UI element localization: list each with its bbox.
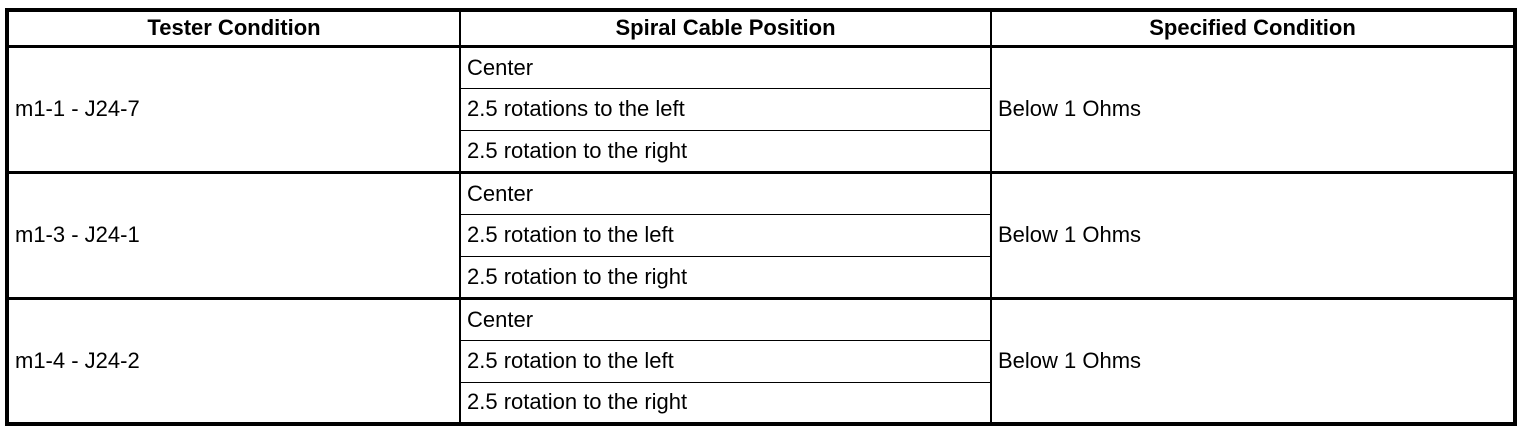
table-row: m1-1 - J24-7 Center Below 1 Ohms xyxy=(6,44,1516,172)
header-tester-condition: Tester Condition xyxy=(6,10,461,48)
header-row: Tester Condition Spiral Cable Position S… xyxy=(6,10,1516,48)
tester-condition-cell: m1-1 - J24-7 xyxy=(6,44,461,172)
table-row: 2.5 rotations to the left xyxy=(7,87,1515,130)
table-row: 2.5 rotation to the left xyxy=(7,213,1515,256)
position-cell: 2.5 rotation to the right xyxy=(459,255,992,298)
position-cell: 2.5 rotation to the right xyxy=(459,381,992,424)
table-row: 2.5 rotation to the right xyxy=(7,129,1515,172)
position-cell: 2.5 rotations to the left xyxy=(459,87,992,130)
position-cell: Center xyxy=(459,170,992,214)
spiral-cable-inspection-table: Tester Condition Spiral Cable Position S… xyxy=(5,8,1517,426)
position-cell: 2.5 rotation to the right xyxy=(459,129,992,172)
header-specified-condition: Specified Condition xyxy=(990,10,1516,48)
table-row: 2.5 rotation to the right xyxy=(7,255,1515,298)
position-cell: 2.5 rotation to the left xyxy=(459,213,992,256)
table-row: m1-3 - J24-1 Center Below 1 Ohms xyxy=(6,170,1516,298)
position-cell: Center xyxy=(459,44,992,88)
table-row: 2.5 rotation to the left xyxy=(7,339,1515,382)
table-row: 2.5 rotation to the right xyxy=(7,381,1515,424)
specified-condition-cell: Below 1 Ohms xyxy=(990,296,1516,424)
tester-condition-cell: m1-3 - J24-1 xyxy=(6,170,461,298)
header-spiral-cable-position: Spiral Cable Position xyxy=(459,10,992,48)
specified-condition-cell: Below 1 Ohms xyxy=(990,170,1516,298)
position-cell: 2.5 rotation to the left xyxy=(459,339,992,382)
position-cell: Center xyxy=(459,296,992,340)
tester-condition-cell: m1-4 - J24-2 xyxy=(6,296,461,424)
table-row: m1-4 - J24-2 Center Below 1 Ohms xyxy=(6,296,1516,424)
specified-condition-cell: Below 1 Ohms xyxy=(990,44,1516,172)
